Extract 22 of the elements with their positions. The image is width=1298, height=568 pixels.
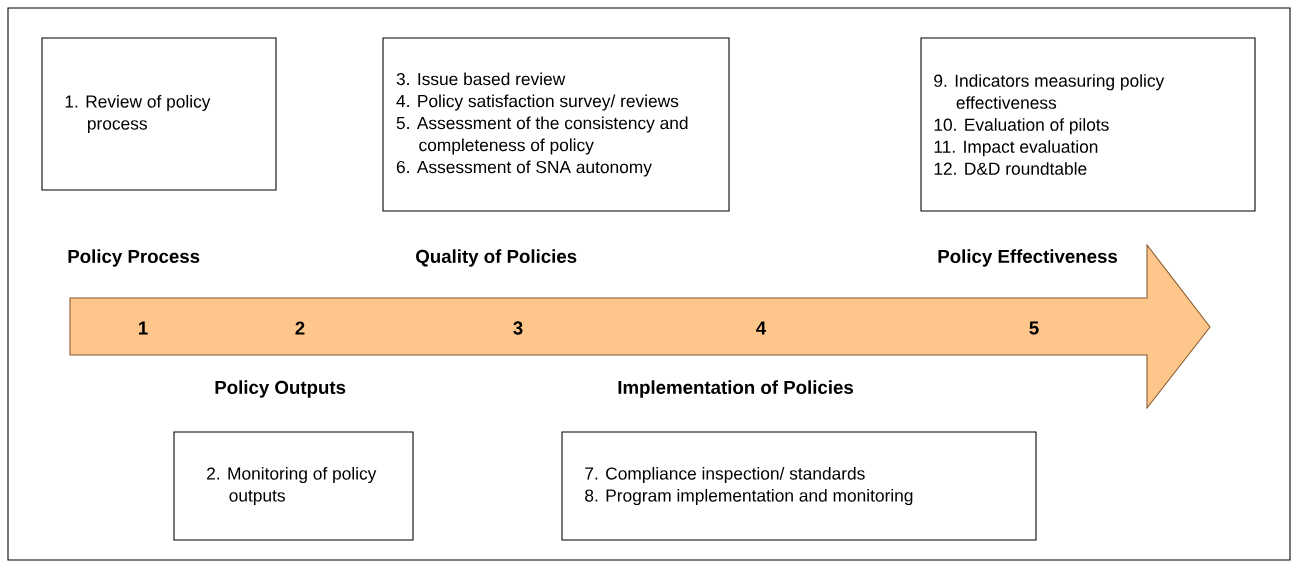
section-heading: Policy Process — [68, 249, 200, 267]
text-box — [382, 37, 730, 212]
list-item: 1. Review of policy process — [65, 94, 211, 134]
list-item: 10. Evaluation of pilots — [934, 118, 1109, 135]
section-heading: Policy Outputs — [215, 380, 346, 398]
list-item: 11. Impact evaluation — [934, 140, 1098, 157]
text-box — [561, 431, 1037, 541]
list-item: 4. Policy satisfaction survey/ reviews — [396, 94, 679, 111]
text-box — [41, 37, 277, 191]
text-box — [920, 37, 1256, 212]
section-heading: Implementation of Policies — [618, 380, 853, 398]
list-item: 6. Assessment of SNA autonomy — [396, 160, 652, 177]
list-item: 12. D&D roundtable — [934, 162, 1087, 175]
section-heading: Policy Effectiveness — [938, 249, 1118, 267]
list-item: 7. Compliance inspection/ standards — [585, 466, 865, 484]
section-heading: Quality of Policies — [416, 249, 577, 267]
list-item: 3. Issue based review — [396, 72, 566, 86]
text-box — [173, 431, 414, 541]
list-item: 5. Assessment of the consistency and completeness of policy — [396, 116, 688, 155]
list-item: 9. Indicators measuring policy effectiveness — [934, 74, 1165, 109]
list-item: 2. Monitoring of policy outputs — [207, 466, 377, 506]
list-item: 8. Program implementation and monitoring — [585, 488, 913, 506]
